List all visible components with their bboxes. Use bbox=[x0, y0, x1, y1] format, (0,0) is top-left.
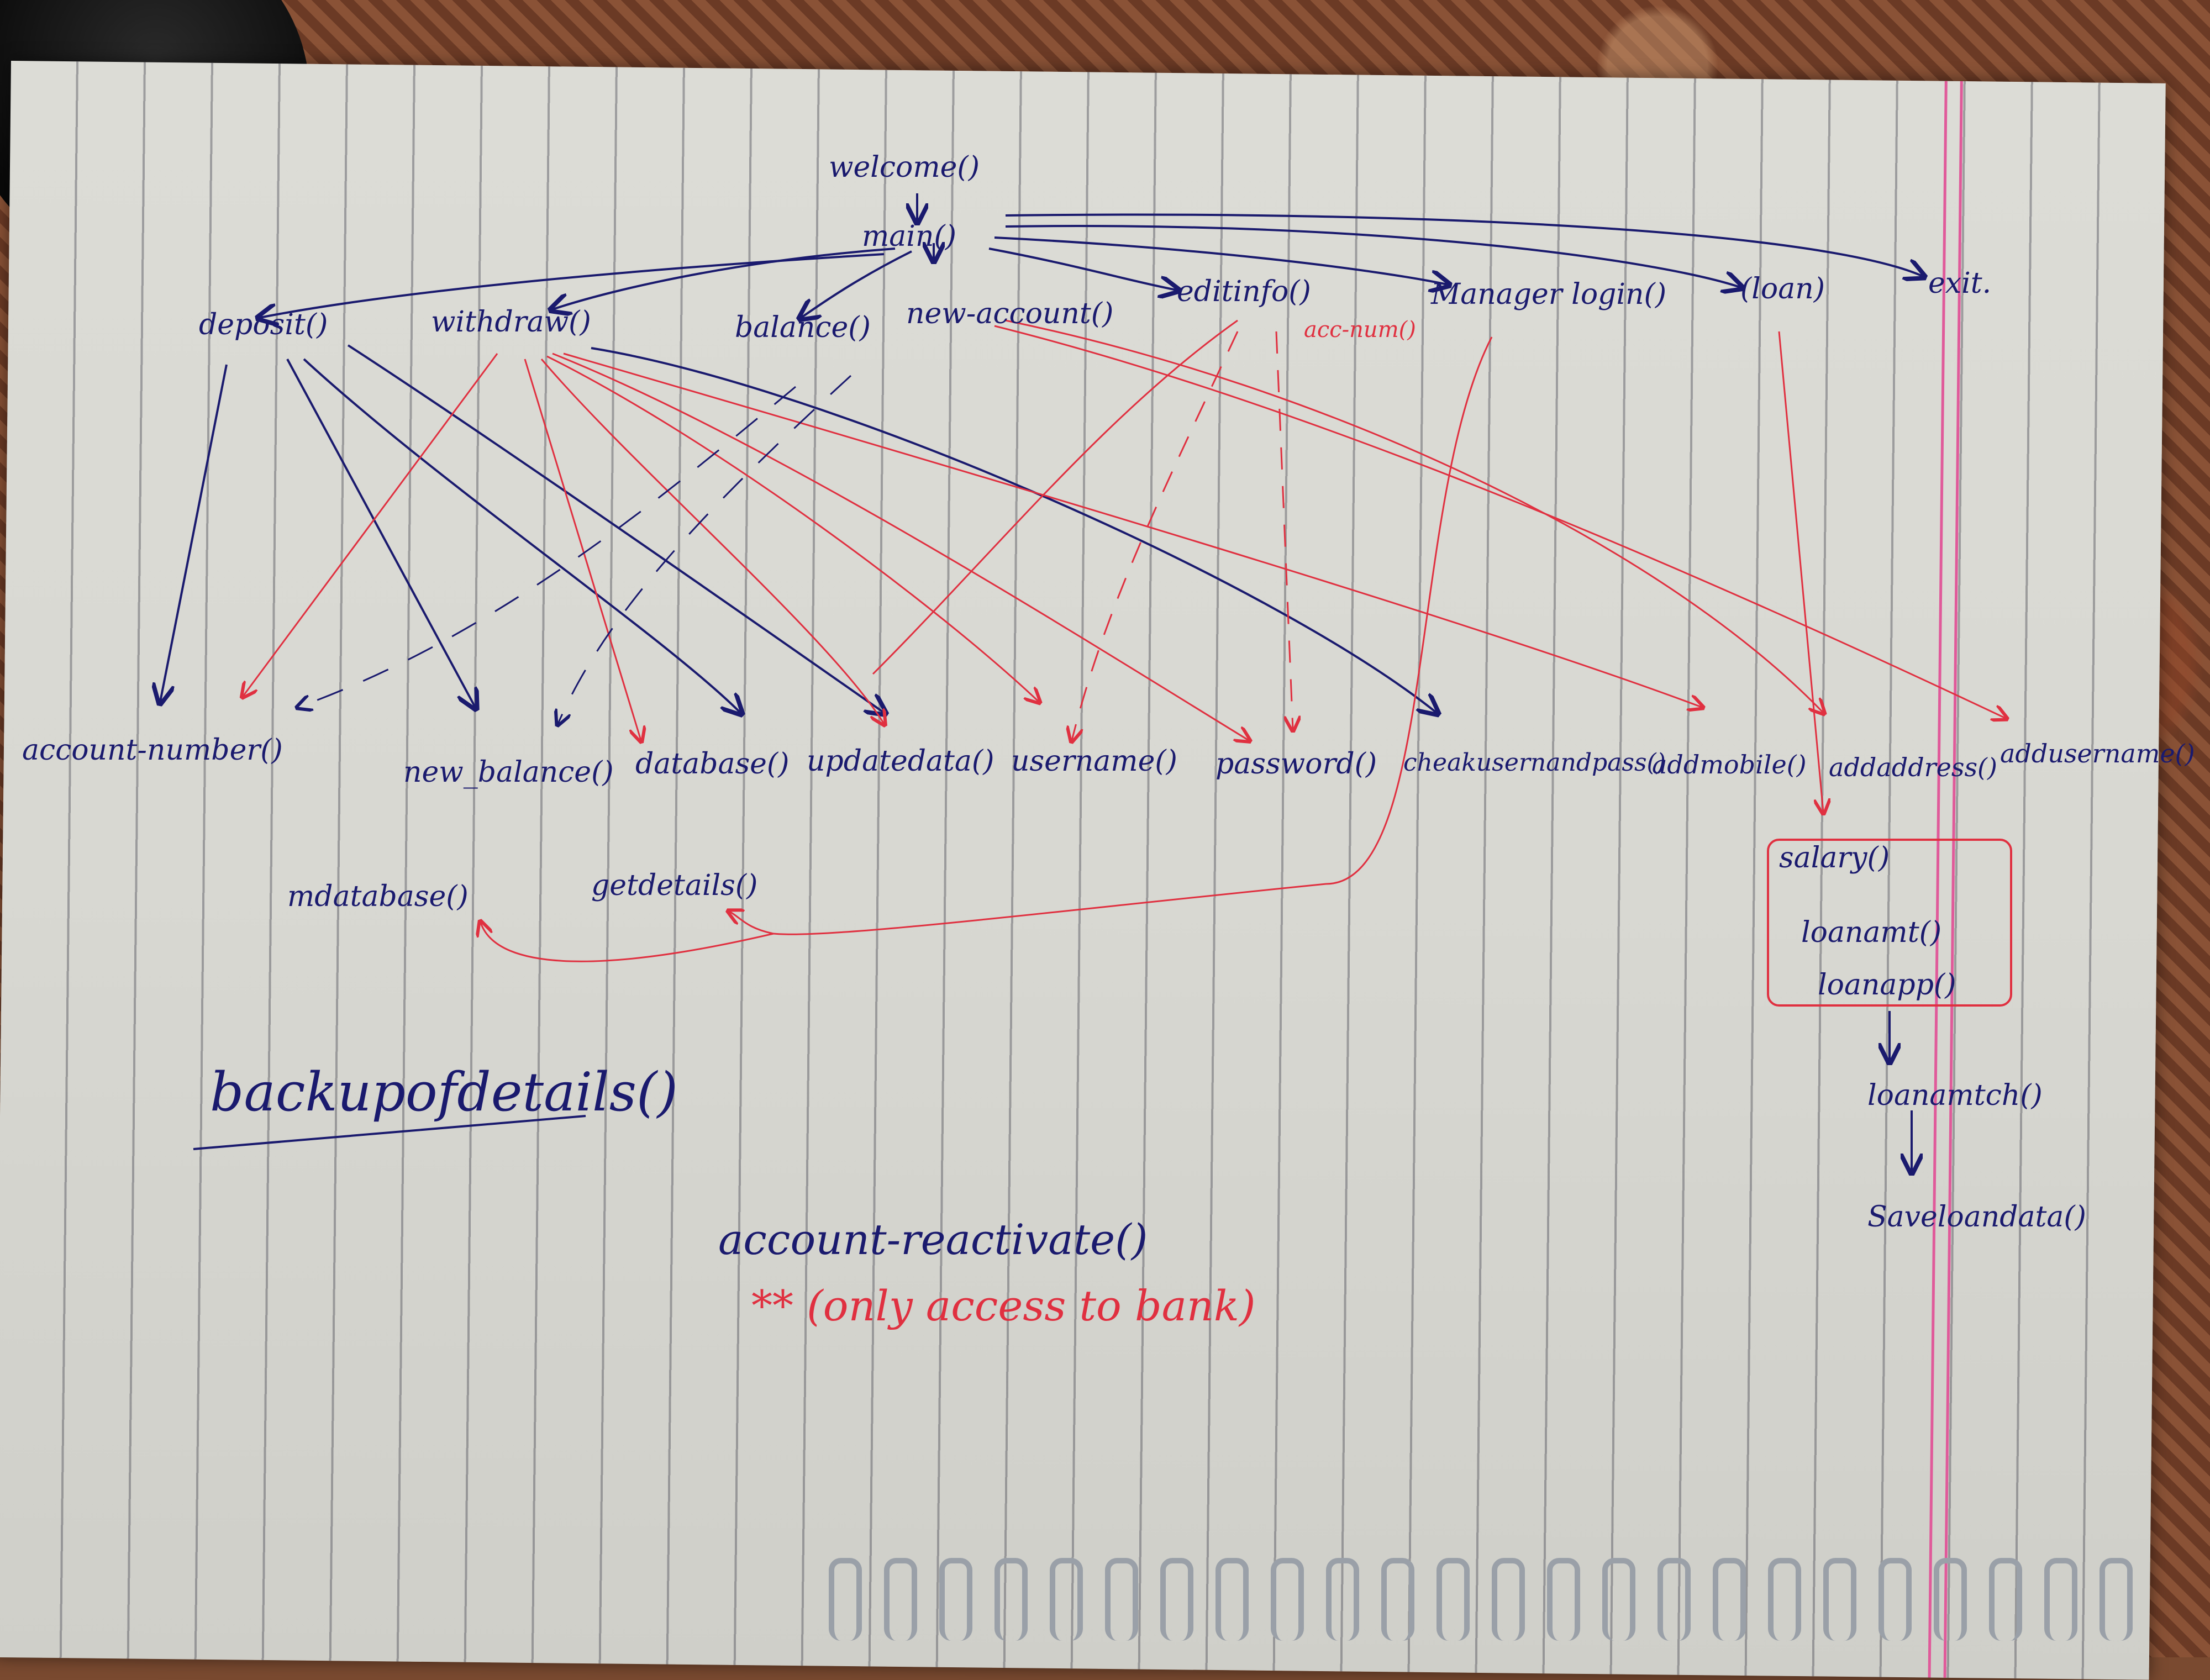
node-new-balance: new_balance() bbox=[403, 756, 614, 789]
spiral-ring bbox=[1989, 1558, 2022, 1641]
spiral-ring bbox=[939, 1558, 972, 1641]
spiral-ring bbox=[1436, 1558, 1470, 1641]
node-backup: backupofdetails() bbox=[210, 1061, 678, 1123]
spiral-ring bbox=[884, 1558, 917, 1641]
red-edges bbox=[243, 319, 2006, 962]
spiral-ring bbox=[1713, 1558, 1746, 1641]
node-addusername: addusername() bbox=[2000, 739, 2195, 768]
node-mdatabase: mdatabase() bbox=[287, 880, 469, 913]
spiral-ring bbox=[1105, 1558, 1138, 1641]
node-loan: (loan) bbox=[1740, 272, 1825, 306]
node-checkusernandpass: cheakusernandpass() bbox=[1403, 749, 1666, 777]
node-saveloandata: Saveloandata() bbox=[1867, 1200, 2086, 1234]
spiral-ring bbox=[1492, 1558, 1525, 1641]
backup-underline bbox=[193, 1115, 586, 1150]
node-deposit: deposit() bbox=[199, 308, 328, 341]
spiral-ring bbox=[1160, 1558, 1193, 1641]
spiral-ring bbox=[1050, 1558, 1083, 1641]
dashed-edge bbox=[298, 375, 852, 724]
node-addmobile: addmobile() bbox=[1652, 750, 1807, 780]
node-addaddress: addaddress() bbox=[1829, 752, 1997, 782]
node-salary: salary() bbox=[1779, 841, 1890, 875]
spiral-ring bbox=[994, 1558, 1028, 1641]
spiral-ring bbox=[2100, 1558, 2133, 1641]
node-username: username() bbox=[1011, 745, 1177, 778]
spiral-ring bbox=[2044, 1558, 2077, 1641]
node-welcome: welcome() bbox=[829, 151, 980, 184]
node-acc-num: acc-num() bbox=[1304, 317, 1416, 343]
node-main: main() bbox=[862, 220, 956, 253]
spiral-ring bbox=[1547, 1558, 1580, 1641]
node-database: database() bbox=[635, 747, 790, 781]
spiral-ring bbox=[1878, 1558, 1912, 1641]
spiral-ring bbox=[1602, 1558, 1635, 1641]
main-edges bbox=[260, 193, 1923, 318]
node-withdraw: withdraw() bbox=[431, 306, 591, 339]
loan-arrows bbox=[1890, 1011, 1912, 1171]
spiral-ring bbox=[1934, 1558, 1967, 1641]
node-manager-login: Manager login() bbox=[1430, 278, 1666, 311]
spiral-ring bbox=[1768, 1558, 1801, 1641]
spiral-ring bbox=[1658, 1558, 1691, 1641]
node-exit: exit. bbox=[1928, 267, 1991, 300]
node-getdetails: getdetails() bbox=[591, 869, 757, 902]
spiral-ring bbox=[1216, 1558, 1249, 1641]
node-account-reactivate: account-reactivate() bbox=[718, 1215, 1148, 1264]
spiral-ring bbox=[1823, 1558, 1856, 1641]
node-editinfo: editinfo() bbox=[1177, 275, 1311, 308]
spiral-ring bbox=[1326, 1558, 1359, 1641]
node-updatedata: updatedata() bbox=[807, 745, 994, 778]
node-password: password() bbox=[1216, 747, 1377, 781]
loan-box bbox=[1767, 839, 2012, 1007]
spiral-binding bbox=[829, 1547, 2182, 1657]
node-new-account: new-account() bbox=[906, 297, 1113, 330]
spiral-ring bbox=[1381, 1558, 1414, 1641]
node-loanapp: loanapp() bbox=[1818, 968, 1956, 1002]
node-loanamt: loanamt() bbox=[1801, 916, 1941, 949]
node-account-number: account-number() bbox=[22, 734, 283, 767]
node-loanamtch: loanamtch() bbox=[1867, 1079, 2043, 1112]
spiral-ring bbox=[829, 1558, 862, 1641]
node-balance: balance() bbox=[735, 311, 871, 344]
reactivate-note: ** (only access to bank) bbox=[751, 1281, 1256, 1330]
spiral-ring bbox=[1271, 1558, 1304, 1641]
